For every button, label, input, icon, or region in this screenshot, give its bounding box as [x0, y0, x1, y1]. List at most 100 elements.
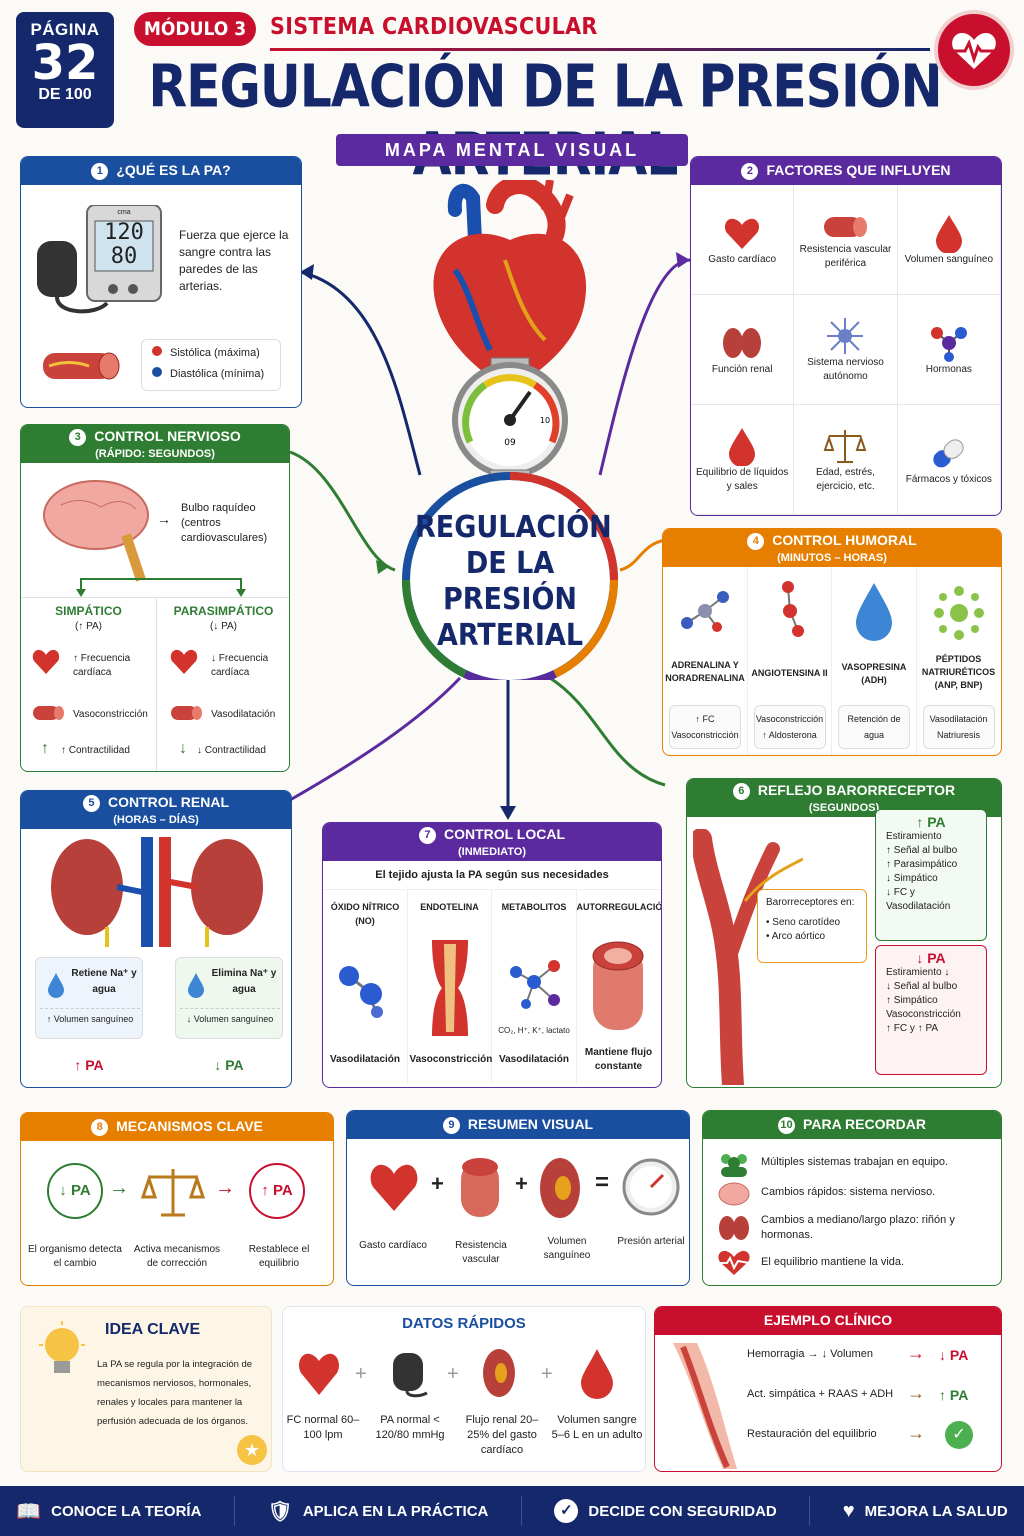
blood-drop-icon	[729, 427, 756, 466]
local-intro: El tejido ajusta la PA según sus necesid…	[323, 861, 661, 890]
gauge-icon	[622, 1158, 680, 1216]
center-line4: ARTERIAL	[436, 618, 584, 653]
heart-logo-icon	[934, 10, 1014, 90]
renal-result-down: ↓ PA	[214, 1057, 244, 1073]
renal-eliminate: Elimina Na⁺ y agua ↓ Volumen sanguíneo	[175, 957, 283, 1039]
local-endothelin: ENDOTELINA Vasoconstricción	[408, 890, 492, 1084]
gauge-tick: 10	[540, 416, 550, 425]
molecule-icon	[781, 581, 804, 637]
footer-bar: 📖CONOCE LA TEORÍA 🛡APLICA EN LA PRÁCTICA…	[0, 1486, 1024, 1536]
vessel-constricted-icon	[431, 940, 468, 1036]
heart-icon	[725, 218, 760, 249]
monitor-brand: cma	[117, 209, 131, 216]
hand-heart-icon: ♥	[842, 1499, 855, 1522]
scale-icon	[824, 429, 867, 463]
sympathetic-sub: (↑ PA)	[74, 621, 103, 632]
systolic-legend: Sistólica (máxima)	[152, 346, 270, 361]
factor-ans: Sistema nervioso autónomo	[794, 295, 898, 405]
monitor-systolic: 120	[104, 220, 144, 245]
humoral-angiotensin: ANGIOTENSINA II Vasoconstricción↑ Aldost…	[748, 567, 832, 755]
check-icon: ✓	[554, 1499, 579, 1523]
monitor-diastolic: 80	[110, 244, 138, 269]
page-number: 32	[31, 35, 99, 91]
lightbulb-icon	[39, 1321, 85, 1373]
heart-icon	[170, 649, 198, 674]
diastolic-legend: Diastólica (mínima)	[152, 367, 270, 382]
scale-icon	[141, 1169, 205, 1217]
center-line1: REGULACIÓN	[415, 510, 612, 545]
local-metabolites: METABOLITOS CO₂, H⁺, K⁺, lactato Vasodil…	[492, 890, 577, 1084]
kidney-icon	[483, 1349, 515, 1397]
panel5-title: CONTROL RENAL	[107, 794, 230, 810]
footer-theory: 📖CONOCE LA TEORÍA	[16, 1500, 202, 1523]
vessel-icon	[592, 941, 643, 1030]
local-nitric-oxide: ÓXIDO NÍTRICO (NO) Vasodilatación	[323, 890, 408, 1084]
center-line2: DE LA	[465, 546, 555, 581]
clinical-result-high: ↑ PA	[939, 1387, 969, 1403]
gauge-label: 09	[504, 438, 516, 448]
heartbeat-icon	[718, 1250, 750, 1275]
renal-retain: Retiene Na⁺ y agua ↑ Volumen sanguíneo	[35, 957, 143, 1039]
connector-lines	[289, 252, 691, 820]
panel-key-idea: IDEA CLAVE La PA se regula por la integr…	[20, 1306, 272, 1472]
page-total: DE 100	[38, 86, 92, 103]
vessel-icon	[33, 706, 64, 720]
panel-quick-facts: DATOS RÁPIDOS + + + FC normal 60–100 lpm…	[282, 1306, 646, 1472]
heart-icon	[370, 1164, 418, 1211]
factor-blood-volume: Volumen sanguíneo	[897, 185, 1001, 295]
panel8-title: MECANISMOS CLAVE	[116, 1118, 263, 1134]
bp-monitor-icon: cma 120 80	[37, 204, 167, 325]
blood-drop-icon	[935, 214, 962, 253]
module-badge: MÓDULO 3	[134, 12, 256, 46]
factor-vascular-resistance: Resistencia vascular periférica	[794, 185, 898, 295]
water-drop-icon	[188, 973, 204, 998]
panel7-title: CONTROL LOCAL	[443, 826, 566, 842]
vessel-icon	[171, 706, 202, 720]
renal-result-up: ↑ PA	[74, 1057, 104, 1073]
molecule-icon	[681, 591, 729, 632]
local-autoregulation: AUTORREGULACIÓN Mantiene flujo constante	[576, 902, 662, 1072]
heart-icon	[32, 649, 60, 674]
footer-health: ♥MEJORA LA SALUD	[842, 1499, 1008, 1522]
bulbo-label: Bulbo raquídeo (centros cardiovasculares…	[181, 502, 268, 544]
clinical-title: EJEMPLO CLÍNICO	[763, 1312, 893, 1328]
water-drop-icon	[48, 973, 64, 998]
panel10-title: PARA RECORDAR	[803, 1116, 926, 1132]
vessel-icon	[824, 216, 868, 237]
factor-fluid-balance: Equilibrio de líquidos y sales	[691, 405, 795, 515]
humoral-natriuretic: PÉPTIDOS NATRIURÉTICOS (ANP, BNP) Vasodi…	[917, 567, 1002, 755]
heart-gauge-illustration: 09 10	[401, 176, 619, 689]
sympathetic-title: SIMPÁTICO	[55, 604, 122, 618]
brain-icon	[718, 1182, 750, 1206]
parasympathetic-title: PARASIMPÁTICO	[173, 604, 274, 618]
book-icon: 📖	[16, 1500, 42, 1523]
star-icon: ★	[237, 1435, 267, 1465]
check-icon: ✓	[945, 1421, 973, 1449]
arm-artery-icon	[673, 1343, 737, 1469]
panel1-number: 1	[91, 163, 109, 180]
brain-icon	[41, 475, 161, 585]
panel2-title: FACTORES QUE INFLUYEN	[766, 162, 951, 178]
module-topic: SISTEMA CARDIOVASCULAR	[270, 14, 598, 40]
panel4-title: CONTROL HUMORAL	[772, 532, 917, 548]
panel-what-is-bp: 1¿QUÉ ES LA PA? cma 120 80 Fuerza que ej…	[20, 156, 302, 408]
water-drop-icon	[856, 583, 892, 641]
baroreflex-high-bp: ↑ PA Estiramiento ↑ Señal al bulbo ↑ Par…	[875, 809, 987, 941]
peptide-icon	[933, 586, 984, 640]
bp-definition: Fuerza que ejerce la sangre contra las p…	[179, 228, 289, 293]
kidney-icon	[540, 1158, 580, 1218]
quick-facts-title: DATOS RÁPIDOS	[402, 1315, 526, 1332]
factor-cardiac-output: Gasto cardíaco	[691, 185, 795, 295]
footer-decide: ✓DECIDE CON SEGURIDAD	[554, 1499, 777, 1523]
neuron-icon	[827, 317, 864, 354]
